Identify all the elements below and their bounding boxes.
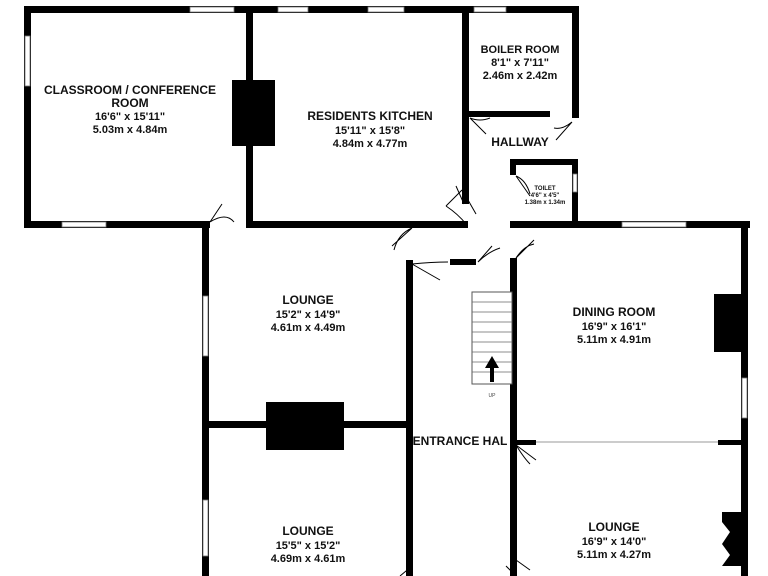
room-dim-imperial: 15'11" x 15'8": [335, 125, 405, 137]
room-name: DINING ROOM: [573, 305, 656, 319]
wall-dining-bottom-right: [718, 440, 748, 445]
door-lounge3: [515, 559, 531, 571]
window-dining-right: [741, 377, 748, 419]
door-classroom: [209, 203, 235, 223]
room-dim-metric: 2.46m x 2.42m: [483, 70, 558, 82]
wall-kitchen-top: [246, 6, 466, 13]
room-dim-metric: 1.38m x 1.34m: [525, 200, 566, 206]
stairs: UP: [471, 291, 513, 399]
room-name-line2: ROOM: [111, 96, 148, 110]
room-classroom: CLASSROOM / CONFERENCE ROOM 16'6" x 15'1…: [44, 83, 216, 136]
wall-kitchen-bottom: [246, 221, 468, 228]
room-dim-metric: 5.03m x 4.84m: [93, 124, 168, 136]
room-name: RESIDENTS KITCHEN: [307, 109, 432, 123]
door-entrance-b: [477, 245, 501, 263]
wall-entrance-top: [450, 259, 476, 265]
wall-lounge1-left: [202, 221, 209, 576]
window-lounge1-left: [202, 295, 209, 357]
room-dim-metric: 5.11m x 4.27m: [577, 549, 651, 561]
room-name: ENTRANCE HAL: [413, 434, 508, 448]
chimney-lounge: [266, 402, 344, 450]
room-dining: DINING ROOM 16'9" x 16'1" 5.11m x 4.91m: [573, 305, 656, 346]
chimney-breasts: [232, 80, 744, 566]
room-toilet: TOILET 4'6" x 4'5" 1.38m x 1.34m: [525, 186, 566, 206]
door-front: [399, 565, 517, 576]
window-classroom-top: [189, 6, 235, 13]
room-lounge-2: LOUNGE 15'5" x 15'2" 4.69m x 4.61m: [271, 524, 346, 565]
wall-boiler-bottom: [468, 111, 550, 117]
window-toilet-right: [572, 173, 578, 193]
room-dim-imperial: 4'6" x 4'5": [531, 193, 560, 199]
room-dim-metric: 4.84m x 4.77m: [333, 138, 408, 150]
door-dining: [515, 239, 535, 259]
wall-kitchen-right: [462, 6, 469, 204]
room-dim-metric: 5.11m x 4.91m: [577, 334, 651, 346]
door-dining-lower: [515, 444, 537, 465]
door-lounge1: [391, 227, 413, 251]
wall-boiler-top: [462, 6, 578, 13]
room-dim-metric: 4.61m x 4.49m: [271, 322, 346, 334]
window-kitchen-top-2: [367, 6, 405, 13]
room-entrance: ENTRANCE HAL: [413, 432, 510, 448]
windows: [24, 6, 748, 557]
room-dim-imperial: 16'9" x 14'0": [582, 536, 647, 548]
room-name: LOUNGE: [588, 520, 639, 534]
window-boiler-top: [473, 6, 507, 13]
room-dim-imperial: 15'2" x 14'9": [276, 309, 341, 321]
stairs-label: UP: [489, 393, 497, 399]
wall-classroom-top: [24, 6, 252, 13]
room-name: LOUNGE: [282, 524, 333, 538]
door-kitchen: [445, 185, 467, 225]
room-hallway: HALLWAY: [491, 135, 549, 149]
room-dim-imperial: 16'6" x 15'11": [95, 111, 165, 123]
wall-dining-bottom: [510, 440, 536, 445]
door-hallway-left: [467, 199, 477, 215]
room-kitchen: RESIDENTS KITCHEN 15'11" x 15'8" 4.84m x…: [307, 109, 432, 150]
window-lounge2-left: [202, 499, 209, 557]
wall-classroom-left: [24, 6, 31, 228]
door-hallway-right: [553, 121, 573, 141]
wall-toilet-left: [510, 159, 516, 175]
room-dim-imperial: 16'9" x 16'1": [582, 321, 647, 333]
room-boiler: BOILER ROOM 8'1" x 7'11" 2.46m x 2.42m: [481, 44, 560, 82]
wall-classroom-bottom-left: [24, 221, 210, 228]
door-toilet: [515, 175, 531, 197]
wall-entrance-left: [406, 260, 413, 576]
wall-boiler-right: [572, 6, 579, 118]
window-classroom-left: [24, 35, 31, 87]
stairs-arrow-icon: [485, 356, 499, 382]
room-dim-imperial: 8'1" x 7'11": [491, 57, 549, 69]
door-entrance-a: [411, 261, 449, 281]
chimney-lounge3: [722, 512, 742, 566]
room-lounge-3: LOUNGE 16'9" x 14'0" 5.11m x 4.27m: [577, 520, 651, 561]
doors: [209, 117, 573, 576]
window-classroom-bottom: [61, 221, 107, 228]
room-lounge-1: LOUNGE 15'2" x 14'9" 4.61m x 4.49m: [271, 293, 346, 334]
room-name: HALLWAY: [491, 135, 549, 149]
wall-entrance-right: [510, 258, 517, 576]
room-name: BOILER ROOM: [481, 44, 560, 56]
chimney-dining: [714, 294, 744, 352]
room-name: CLASSROOM / CONFERENCE: [44, 83, 216, 97]
wall-toilet-top: [510, 159, 578, 165]
door-boiler: [469, 117, 491, 135]
room-dim-metric: 4.69m x 4.61m: [271, 553, 346, 565]
chimney-classroom: [232, 80, 275, 146]
room-name: LOUNGE: [282, 293, 333, 307]
room-dim-imperial: 15'5" x 15'2": [276, 540, 341, 552]
window-kitchen-top: [277, 6, 309, 13]
room-name: TOILET: [534, 186, 556, 192]
window-dining-top: [621, 221, 687, 228]
